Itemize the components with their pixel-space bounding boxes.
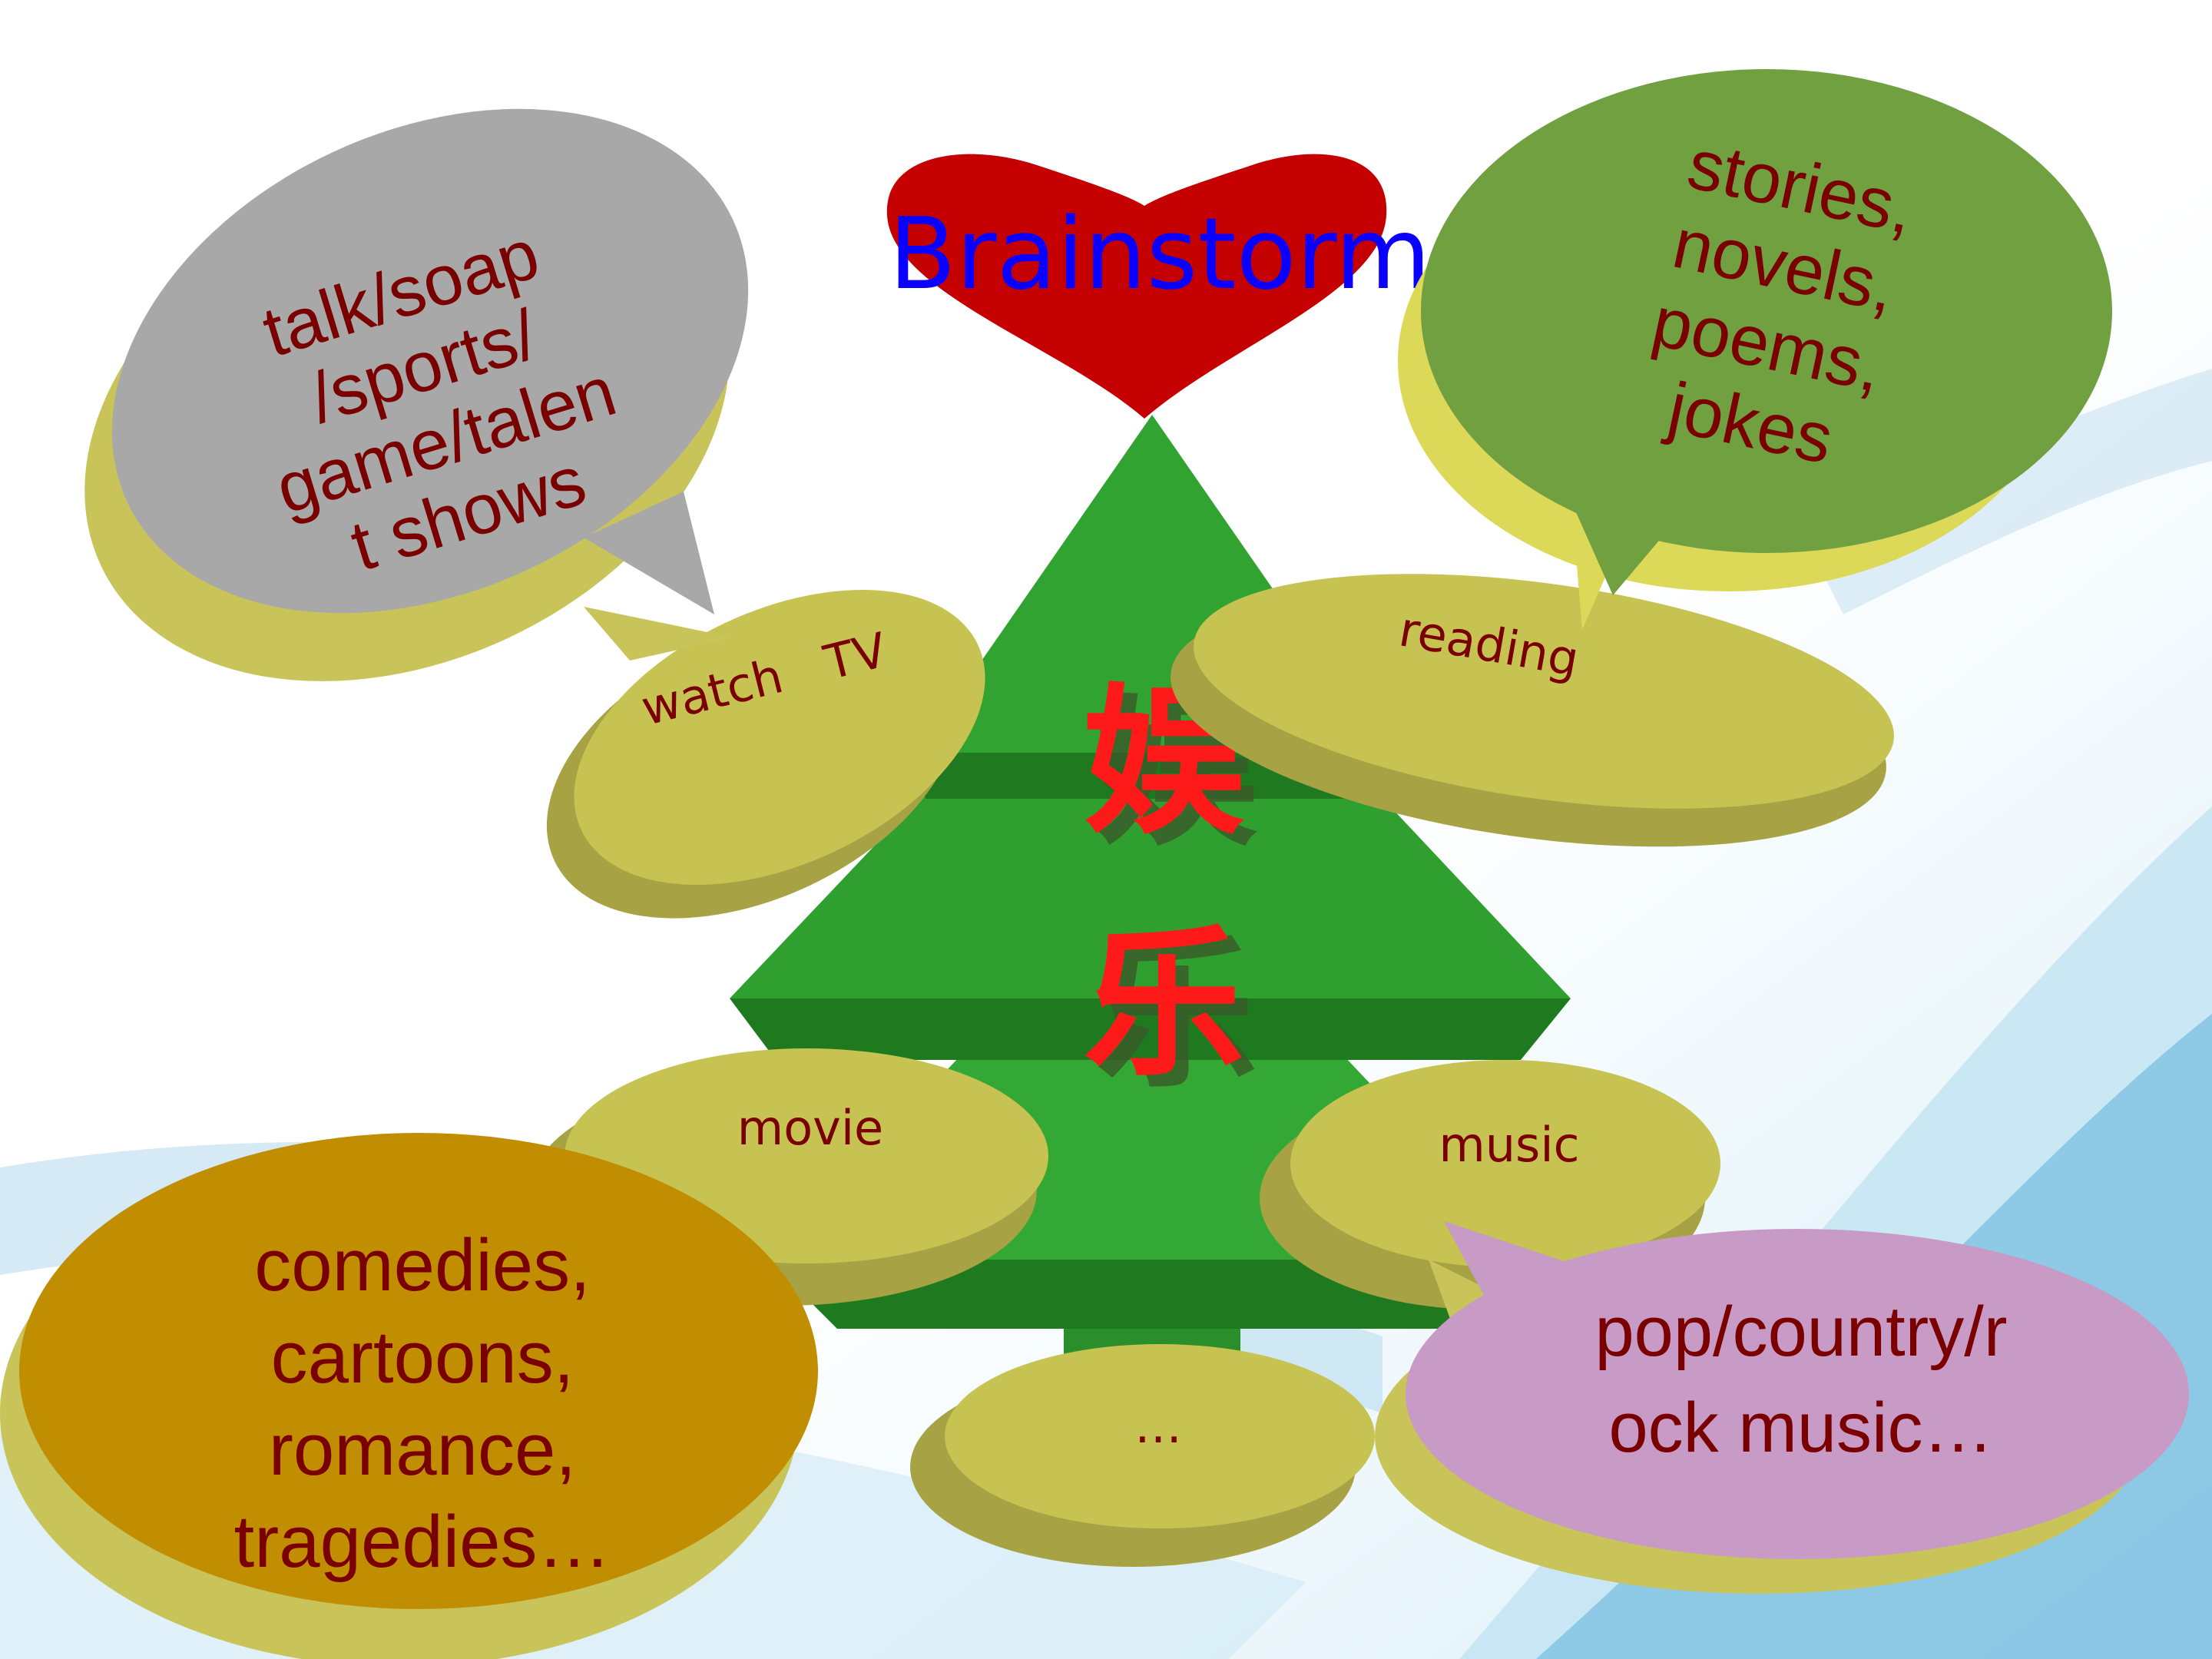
node-more[interactable]: …	[910, 1344, 1375, 1567]
bubble-movie-line-4: tragedies…	[234, 1501, 611, 1583]
bubble-tv: talk/soap /sports/ game/talen t shows	[84, 108, 749, 681]
bubble-movie-line-1: comedies,	[254, 1224, 591, 1306]
bubble-music-line-2: ock music…	[1609, 1389, 1994, 1467]
bubble-music: pop/country/r ock music…	[1375, 1221, 2189, 1594]
title: Brainstorm	[889, 197, 1431, 312]
center-characters: 娱 娱 乐 乐	[1083, 667, 1257, 1110]
node-music-label: music	[1439, 1117, 1579, 1173]
bubble-movie-line-2: cartoons,	[271, 1316, 575, 1399]
node-more-label: …	[1134, 1398, 1182, 1454]
bubble-movie: comedies, cartoons, romance, tragedies…	[0, 1133, 818, 1659]
node-watch-tv[interactable]: watch TV	[499, 530, 1031, 979]
bubble-music-line-1: pop/country/r	[1595, 1293, 2008, 1371]
bubble-reading: stories, novels, poems, jokes	[1398, 69, 2112, 630]
center-char-bottom-shadow: 乐	[1096, 920, 1257, 1110]
node-movie-label: movie	[737, 1100, 883, 1156]
node-reading[interactable]: reading	[1155, 535, 1909, 886]
center-char-bottom: 乐	[1083, 909, 1244, 1098]
bubble-movie-line-3: romance,	[269, 1409, 576, 1491]
heart-shape	[886, 154, 1387, 419]
